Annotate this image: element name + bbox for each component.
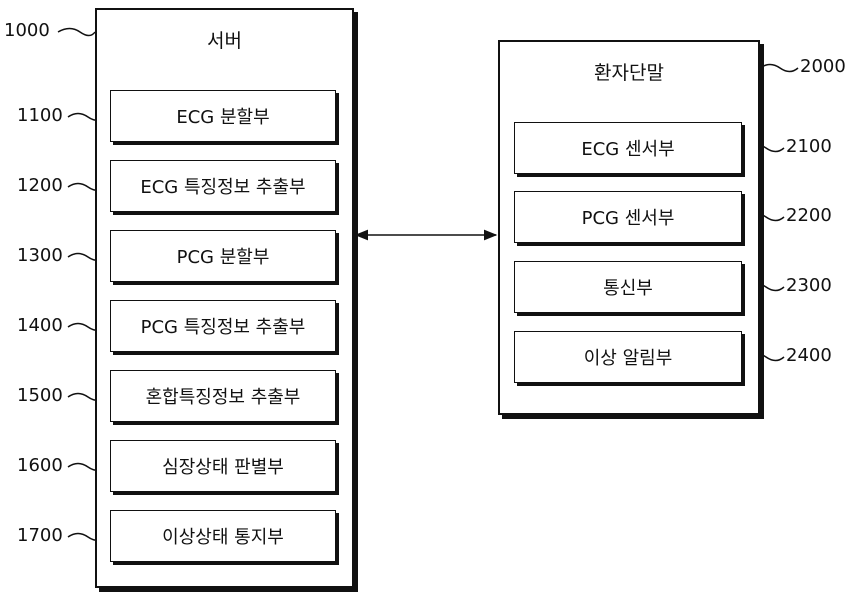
module-ref: 1600 [17,455,63,476]
module-abnormal-state-notification: 이상상태 통지부 [110,510,336,562]
module-ref: 1500 [17,385,63,406]
module-heart-state-determination: 심장상태 판별부 [110,440,336,492]
leader-line-1000 [58,29,95,36]
module-ref: 1400 [17,315,63,336]
module-pcg-feature-extraction: PCG 특징정보 추출부 [110,300,336,352]
module-ref: 2400 [786,345,832,366]
terminal-title: 환자단말 [500,58,758,85]
module-pcg-segmentation: PCG 분할부 [110,230,336,282]
module-ref: 1200 [17,175,63,196]
module-ref: 2200 [786,205,832,226]
module-ref: 1700 [17,525,63,546]
module-ecg-segmentation: ECG 분할부 [110,90,336,142]
module-communication: 통신부 [514,261,742,313]
module-ref: 1100 [17,105,63,126]
module-ecg-feature-extraction: ECG 특징정보 추출부 [110,160,336,212]
module-ref: 2300 [786,275,832,296]
module-mixed-feature-extraction: 혼합특징정보 추출부 [110,370,336,422]
server-title: 서버 [97,26,352,53]
terminal-ref: 2000 [800,56,846,77]
module-ecg-sensor: ECG 센서부 [514,122,742,174]
server-ref: 1000 [4,20,50,41]
module-ref: 1300 [17,245,63,266]
module-abnormal-alert: 이상 알림부 [514,331,742,383]
module-ref: 2100 [786,136,832,157]
module-pcg-sensor: PCG 센서부 [514,191,742,243]
leader-line-2000 [760,65,798,72]
